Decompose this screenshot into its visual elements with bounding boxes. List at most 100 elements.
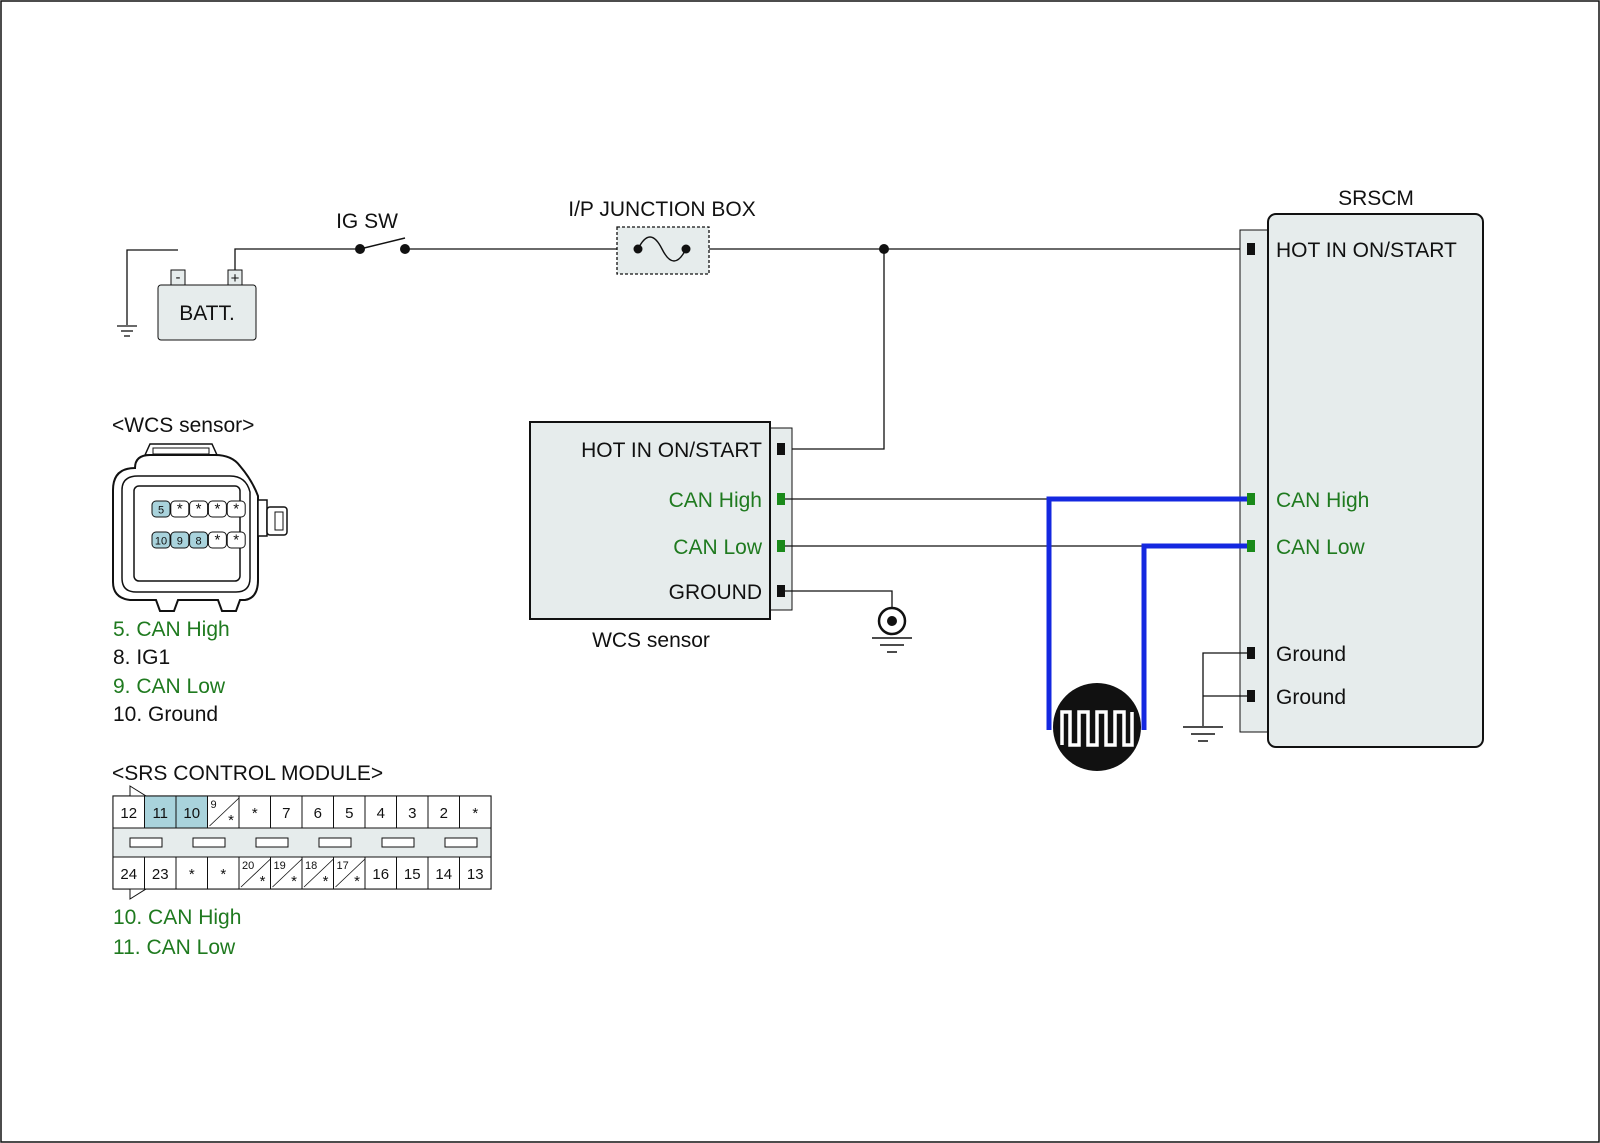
- wcs-pin-label: *: [196, 501, 202, 518]
- wcs-label-can-low: CAN Low: [673, 536, 763, 559]
- srs-key-arrow-bottom: [129, 888, 148, 900]
- srs-pin-label: 12: [120, 805, 137, 822]
- srs-pin-label: *: [220, 866, 226, 883]
- wcs-pin-label: *: [214, 501, 220, 518]
- wcs-connector-strip: [769, 427, 793, 611]
- battery-minus-terminal: [170, 269, 186, 286]
- wcs-pin-label: 5: [158, 505, 164, 517]
- srscm-pin-can-high: [1247, 493, 1255, 505]
- srs-pin-cell: *: [459, 795, 492, 829]
- battery-minus-label: -: [176, 269, 181, 286]
- battery-plus-label: +: [231, 270, 240, 287]
- srs-pin-cell: *: [238, 795, 271, 829]
- srs-pin-label: 9: [211, 799, 217, 811]
- srs-pin-label: 6: [314, 805, 322, 822]
- srs-pin-empty-mark: *: [323, 873, 329, 890]
- srs-pin-cell: 4: [364, 795, 397, 829]
- srs-pin-cell: 2: [427, 795, 460, 829]
- srscm-pin-hot: [1247, 243, 1255, 255]
- srs-pin-label: 5: [345, 805, 353, 822]
- twisted-pair-icon: [1053, 683, 1141, 771]
- wcs-ground-wire: [785, 590, 893, 607]
- srs-pin-label: 17: [337, 860, 349, 872]
- wcs-sensor-box-label: WCS sensor: [592, 629, 710, 652]
- wcs-pin-label: 9: [177, 536, 183, 548]
- wcs-pin-cell: 10: [151, 531, 171, 549]
- body-ground-icon: [872, 606, 912, 653]
- wcs-pin-label: 8: [196, 536, 202, 548]
- srs-pin-label: 20: [242, 860, 254, 872]
- wcs-label-ground: GROUND: [669, 581, 762, 604]
- wcs-pin-cell: 8: [189, 531, 209, 549]
- srs-pin-label: 13: [467, 866, 484, 883]
- wcs-legend-4: 10. Ground: [113, 703, 218, 726]
- srs-latch-slot: [129, 837, 163, 848]
- srscm-label-ground1: Ground: [1276, 643, 1346, 666]
- wcs-pin-cell: *: [189, 500, 209, 518]
- srs-pin-label: 4: [377, 805, 385, 822]
- srscm-label-can-low: CAN Low: [1276, 536, 1366, 559]
- srs-pin-cell: 6: [301, 795, 334, 829]
- srs-pin-label: 10: [183, 805, 200, 822]
- wcs-pin-label: *: [233, 532, 239, 549]
- srs-latch-slot: [255, 837, 289, 848]
- srs-pin-cell: 12: [112, 795, 145, 829]
- junction-box-label: I/P JUNCTION BOX: [568, 198, 755, 221]
- srscm-pin-ground1: [1247, 647, 1255, 659]
- srs-legend-2: 11. CAN Low: [113, 936, 236, 959]
- can-low-twisted-pair: [1141, 543, 1247, 730]
- wcs-pin-cell: *: [207, 531, 227, 549]
- wcs-label-can-high: CAN High: [669, 489, 762, 512]
- wcs-label-hot: HOT IN ON/START: [581, 439, 762, 462]
- srs-pin-empty-mark: *: [228, 812, 234, 829]
- srs-pin-label: 11: [152, 805, 168, 822]
- srs-pin-cell: 16: [364, 856, 397, 890]
- srs-pin-cell: 14: [427, 856, 460, 890]
- srs-pin-label: *: [189, 866, 195, 883]
- srs-pin-label: 23: [152, 866, 169, 883]
- srs-pin-empty-mark: *: [291, 873, 297, 890]
- srs-pin-cell: 10: [175, 795, 208, 829]
- srs-latch-slot: [381, 837, 415, 848]
- srs-latch-slot: [318, 837, 352, 848]
- hot-wire-to-wcs: [783, 249, 885, 450]
- ig-switch-label: IG SW: [336, 210, 398, 233]
- srs-pin-cell: 15: [396, 856, 429, 890]
- wcs-pin-cell: *: [226, 531, 246, 549]
- srs-connector-latch-slots: [129, 837, 478, 848]
- ig-switch-lever: [359, 237, 406, 250]
- srs-pin-empty-mark: *: [260, 873, 266, 890]
- srs-pin-label: 15: [404, 866, 421, 883]
- srscm-pin-ground2: [1247, 690, 1255, 702]
- wcs-pin-cell: *: [207, 500, 227, 518]
- srs-pin-label: 14: [435, 866, 452, 883]
- srs-latch-slot: [192, 837, 226, 848]
- srs-pin-empty-mark: *: [354, 873, 360, 890]
- srs-pin-cell: *: [207, 856, 240, 890]
- wcs-sensor-module: [529, 421, 771, 620]
- srs-pin-cell: *: [175, 856, 208, 890]
- wcs-pin-cell: *: [226, 500, 246, 518]
- srs-pin-cell: 19 *: [270, 856, 303, 890]
- wcs-connector-top-row: 5 * * * *: [151, 500, 246, 518]
- wcs-pin-cell: 5: [151, 500, 171, 518]
- srs-pin-label: 19: [274, 860, 286, 872]
- srs-connector-title: <SRS CONTROL MODULE>: [112, 762, 383, 785]
- wcs-pin-hot: [777, 443, 785, 455]
- wcs-pin-cell: *: [170, 500, 190, 518]
- wcs-pin-can-low: [777, 540, 785, 552]
- battery: [157, 284, 257, 341]
- battery-ground-wire: [126, 249, 178, 325]
- srscm-ground-wire-1: [1202, 652, 1247, 726]
- srs-legend-1: 10. CAN High: [113, 906, 241, 929]
- srscm-label-ground2: Ground: [1276, 686, 1346, 709]
- wcs-legend-3: 9. CAN Low: [113, 675, 226, 698]
- wcs-pin-label: *: [233, 501, 239, 518]
- can-high-twisted-pair: [1046, 496, 1247, 730]
- srs-pin-label: 18: [305, 860, 317, 872]
- srscm-label-hot: HOT IN ON/START: [1276, 239, 1457, 262]
- wcs-pin-can-high: [777, 493, 785, 505]
